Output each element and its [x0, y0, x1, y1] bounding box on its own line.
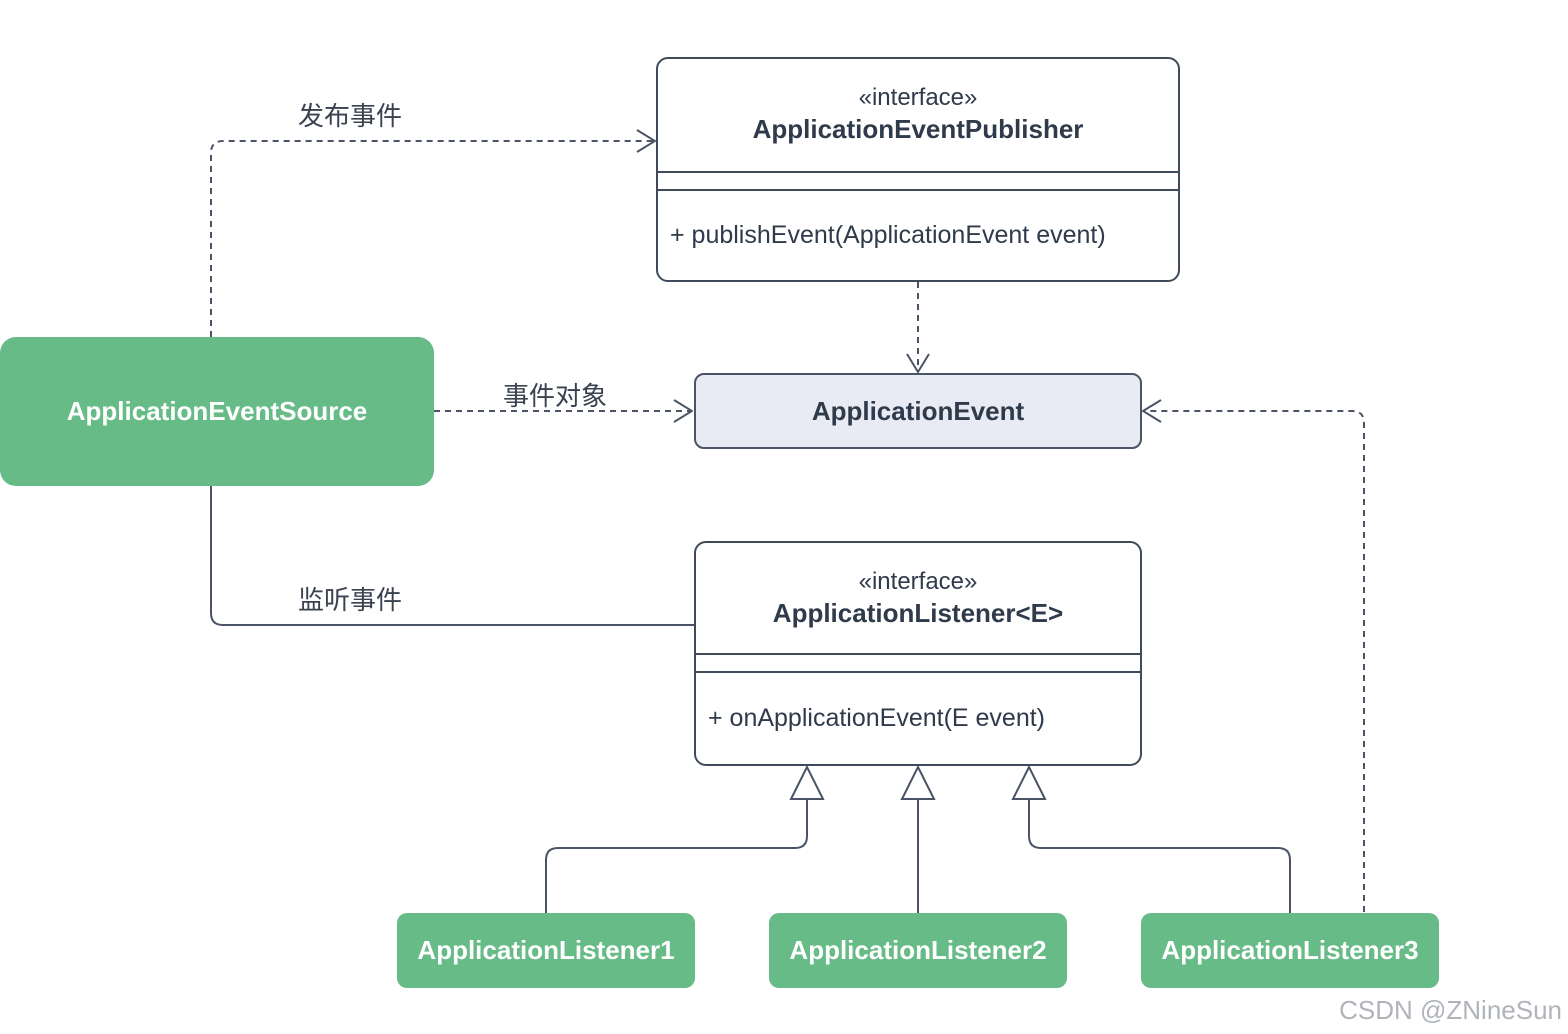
listener3-name: ApplicationListener3: [1161, 935, 1419, 965]
event-source-box[interactable]: ApplicationEventSource: [0, 337, 434, 486]
inherit-triangle-2: [900, 764, 936, 800]
listener3-box[interactable]: ApplicationListener3: [1141, 913, 1439, 988]
publisher-interface-box[interactable]: «interface» ApplicationEventPublisher + …: [656, 57, 1180, 282]
publish-edge: [210, 141, 655, 337]
listener-interface-operation: + onApplicationEvent(E event): [708, 704, 1046, 732]
publisher-stereotype: «interface»: [858, 84, 978, 111]
listener-interface-name: ApplicationListener<E>: [772, 598, 1064, 628]
listener-interface-stereotype: «interface»: [858, 568, 978, 595]
application-event-box[interactable]: ApplicationEvent: [694, 373, 1142, 449]
publisher-header: «interface» ApplicationEventPublisher: [658, 59, 1178, 171]
listen-edge-label: 监听事件: [298, 585, 403, 615]
listener1-box[interactable]: ApplicationListener1: [397, 913, 695, 988]
listener1-name: ApplicationListener1: [417, 935, 675, 965]
publisher-name: ApplicationEventPublisher: [752, 114, 1084, 144]
listener-interface-header: «interface» ApplicationListener<E>: [696, 543, 1140, 653]
inherit-triangle-3: [1011, 764, 1047, 800]
publisher-operation: + publishEvent(ApplicationEvent event): [670, 221, 1106, 249]
watermark: CSDN @ZNineSun: [1339, 995, 1562, 1025]
listener-interface-box[interactable]: «interface» ApplicationListener<E> + onA…: [694, 541, 1142, 766]
listener-interface-attributes: [696, 653, 1140, 673]
listener2-name: ApplicationListener2: [789, 935, 1047, 965]
listener3-inherit-edge: [1028, 800, 1291, 913]
listener3-event-edge: [1143, 411, 1365, 912]
listener-interface-operations: + onApplicationEvent(E event): [696, 673, 1140, 764]
application-event-name: ApplicationEvent: [811, 395, 1025, 426]
publisher-operations: + publishEvent(ApplicationEvent event): [658, 191, 1178, 280]
listen-edge: [210, 486, 694, 626]
listener2-box[interactable]: ApplicationListener2: [769, 913, 1067, 988]
publish-edge-label: 发布事件: [298, 101, 403, 131]
inherit-triangle-1: [789, 764, 825, 800]
listener1-inherit-edge: [545, 800, 808, 913]
event-source-name: ApplicationEventSource: [66, 396, 368, 426]
event-object-edge-label: 事件对象: [503, 381, 608, 411]
publisher-attributes: [658, 171, 1178, 191]
